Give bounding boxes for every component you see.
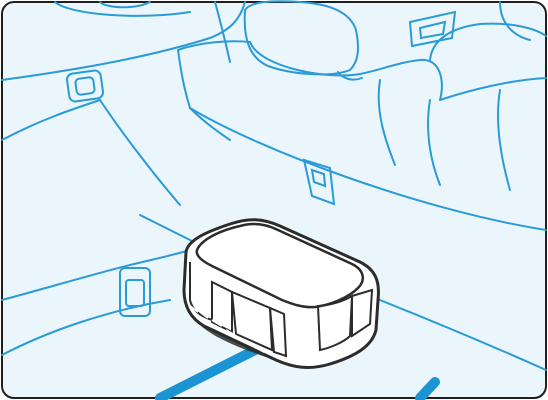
illustration-frame	[0, 0, 548, 400]
car-interior-illustration	[0, 0, 548, 400]
